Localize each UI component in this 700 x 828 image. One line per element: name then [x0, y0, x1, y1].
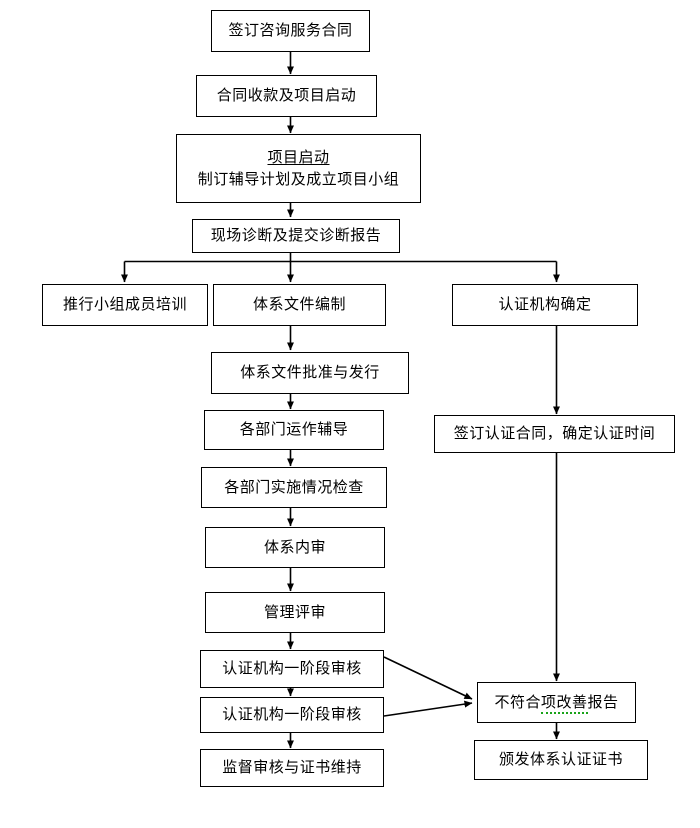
node-cert-stage-audit-1[interactable]: 认证机构一阶段审核 — [200, 650, 384, 688]
node-label: 体系文件编制 — [252, 295, 346, 314]
nonconformity-flagged-text: 项改善 — [540, 692, 588, 714]
node-label: 制订辅导计划及成立项目小组 — [197, 169, 400, 188]
node-label: 体系文件批准与发行 — [240, 363, 380, 382]
node-cert-body-selection[interactable]: 认证机构确定 — [452, 284, 638, 326]
node-issue-certificate[interactable]: 颁发体系认证证书 — [474, 740, 648, 780]
node-dept-operation-guidance[interactable]: 各部门运作辅导 — [204, 410, 384, 450]
node-label: 管理评审 — [263, 602, 326, 621]
connector-audit1-to-nonconformity — [383, 656, 473, 700]
node-label: 各部门实施情况检查 — [224, 477, 364, 496]
node-onsite-diagnosis[interactable]: 现场诊断及提交诊断报告 — [192, 219, 400, 253]
node-cert-stage-audit-2[interactable]: 认证机构一阶段审核 — [200, 697, 384, 733]
node-label: 认证机构确定 — [498, 295, 592, 314]
node-label: 认证机构一阶段审核 — [222, 705, 362, 724]
node-label: 推行小组成员培训 — [62, 295, 187, 314]
node-label: 不符合项改善报告 — [494, 692, 618, 714]
node-doc-approval-release[interactable]: 体系文件批准与发行 — [211, 352, 409, 394]
node-internal-audit[interactable]: 体系内审 — [205, 527, 385, 568]
node-sign-cert-contract[interactable]: 签订认证合同，确定认证时间 — [434, 415, 675, 453]
node-label: 签订认证合同，确定认证时间 — [453, 424, 656, 443]
node-management-review[interactable]: 管理评审 — [205, 592, 385, 633]
node-label: 合同收款及项目启动 — [216, 86, 357, 105]
node-label: 监督审核与证书维持 — [222, 758, 362, 777]
node-team-training[interactable]: 推行小组成员培训 — [42, 284, 208, 326]
node-label: 体系内审 — [263, 537, 326, 556]
node-dept-implementation-check[interactable]: 各部门实施情况检查 — [201, 467, 387, 508]
node-sign-consulting-contract[interactable]: 签订咨询服务合同 — [211, 10, 370, 52]
node-label: 签订咨询服务合同 — [228, 21, 353, 40]
node-label: 认证机构一阶段审核 — [222, 659, 362, 678]
node-label: 各部门运作辅导 — [239, 420, 349, 439]
node-contract-payment-kickoff[interactable]: 合同收款及项目启动 — [196, 75, 377, 117]
node-label: 现场诊断及提交诊断报告 — [210, 226, 382, 245]
node-doc-preparation[interactable]: 体系文件编制 — [213, 284, 386, 326]
node-project-kickoff[interactable]: 项目启动 制订辅导计划及成立项目小组 — [176, 134, 421, 203]
node-title: 项目启动 — [267, 147, 330, 166]
nonconformity-suffix: 报告 — [587, 692, 619, 711]
nonconformity-prefix: 不符合 — [494, 692, 541, 711]
node-nonconformity-report[interactable]: 不符合项改善报告 — [477, 682, 636, 723]
node-surveillance-audit[interactable]: 监督审核与证书维持 — [200, 749, 384, 787]
node-label: 颁发体系认证证书 — [498, 750, 623, 769]
connector-audit2-to-nonconformity — [383, 700, 473, 717]
